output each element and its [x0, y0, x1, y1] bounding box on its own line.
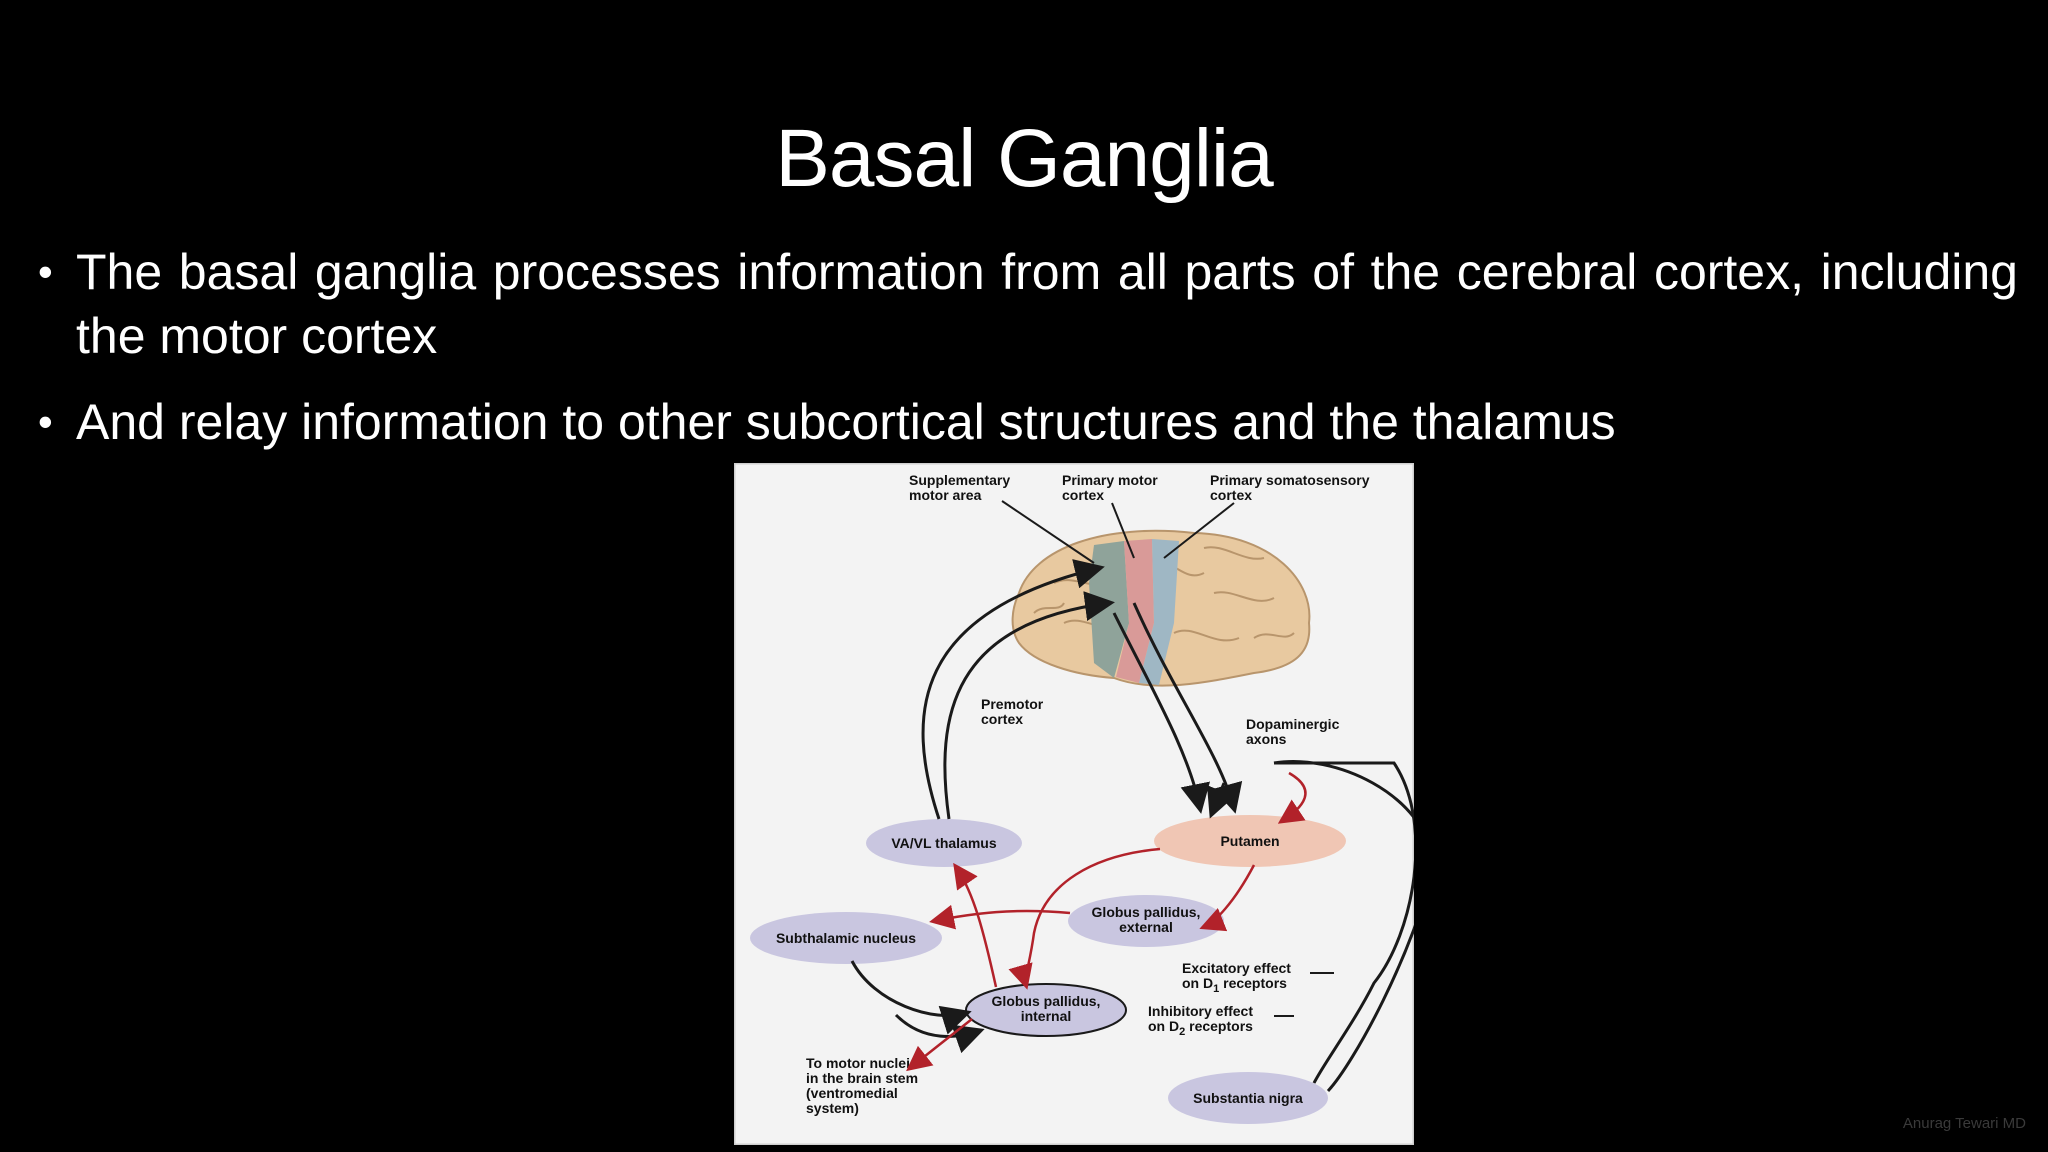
- label-inhibitory-1: Inhibitory effect: [1148, 1003, 1253, 1019]
- node-thalamus: [866, 819, 1022, 867]
- label-substantia-nigra: Substantia nigra: [1193, 1090, 1303, 1106]
- slide-title: Basal Ganglia: [775, 113, 1274, 204]
- label-gp-external-1: Globus pallidus,: [1092, 904, 1201, 920]
- label-primary-motor-2: cortex: [1062, 487, 1104, 503]
- excitatory-arrows: [850, 559, 1414, 1093]
- label-dopaminergic-1: Dopaminergic: [1246, 716, 1340, 732]
- label-subthalamic: Subthalamic nucleus: [776, 930, 916, 946]
- label-dopaminergic-2: axons: [1246, 731, 1287, 747]
- label-supplementary-1: Supplementary: [909, 472, 1010, 488]
- brain-illustration: [1011, 529, 1311, 687]
- label-premotor-2: cortex: [981, 711, 1023, 727]
- bullet-icon: •: [38, 248, 53, 295]
- label-motor-nuclei-2: in the brain stem: [806, 1070, 918, 1086]
- somatosensory-band: [1139, 539, 1179, 685]
- node-gp-external: [1068, 895, 1224, 947]
- inhibitory-arrows: [906, 771, 1307, 1072]
- label-inhibitory-2: on D2 receptors: [1148, 1018, 1253, 1038]
- bullet-item-2: • And relay information to other subcort…: [38, 390, 2018, 454]
- label-putamen: Putamen: [1220, 833, 1279, 849]
- watermark: Anurag Tewari MD: [1902, 1115, 2026, 1132]
- label-excitatory-1: Excitatory effect: [1182, 960, 1291, 976]
- label-thalamus: VA/VL thalamus: [891, 835, 997, 851]
- label-gp-external-2: external: [1119, 919, 1173, 935]
- node-substantia-nigra: [1168, 1072, 1328, 1124]
- bullet-item-1: • The basal ganglia processes informatio…: [38, 240, 2018, 368]
- label-motor-nuclei-3: (ventromedial: [806, 1085, 898, 1101]
- label-gp-internal-1: Globus pallidus,: [992, 993, 1101, 1009]
- diagram-canvas: Supplementary motor area Primary motor c…: [734, 463, 1414, 1145]
- basal-ganglia-diagram: Supplementary motor area Primary motor c…: [734, 463, 1414, 1145]
- label-motor-nuclei-1: To motor nuclei: [806, 1055, 910, 1071]
- node-putamen: [1154, 815, 1346, 867]
- bullet-text-2: And relay information to other subcortic…: [76, 394, 1616, 450]
- bullet-icon: •: [38, 398, 53, 445]
- motor-band: [1116, 539, 1154, 683]
- label-primary-somato-1: Primary somatosensory: [1210, 472, 1370, 488]
- bullet-text-1: The basal ganglia processes information …: [76, 244, 2018, 364]
- label-gp-internal-2: internal: [1021, 1008, 1072, 1024]
- label-primary-somato-2: cortex: [1210, 487, 1252, 503]
- label-excitatory-2: on D1 receptors: [1182, 975, 1287, 995]
- label-motor-nuclei-4: system): [806, 1100, 859, 1116]
- node-subthalamic: [750, 912, 942, 964]
- label-supplementary-2: motor area: [909, 487, 982, 503]
- label-premotor-1: Premotor: [981, 696, 1044, 712]
- label-primary-motor-1: Primary motor: [1062, 472, 1158, 488]
